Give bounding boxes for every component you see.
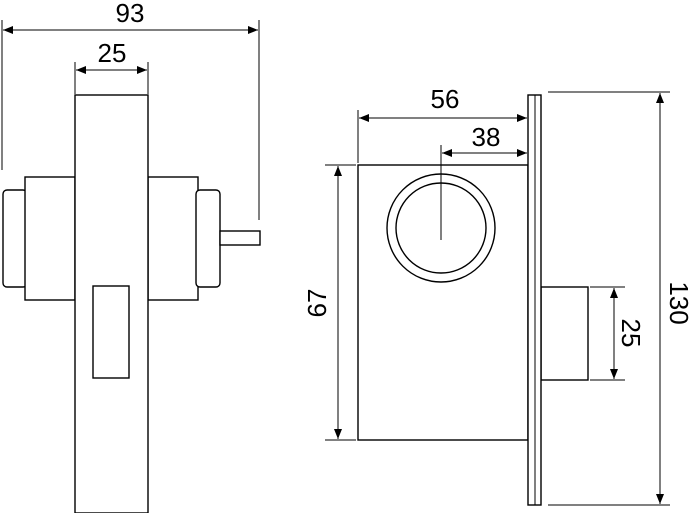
right-view: 56 38 67 25 130	[302, 84, 691, 506]
right-cap	[195, 189, 221, 288]
right-collar	[147, 176, 199, 301]
dim-label-25-bolt: 25	[616, 319, 646, 348]
left-view: 93 25	[1, 0, 261, 513]
left-cap	[2, 189, 28, 288]
latch-bolt	[540, 286, 589, 381]
dim-label-38: 38	[472, 122, 501, 152]
left-collar	[24, 176, 76, 301]
dim-label-67: 67	[302, 289, 332, 318]
dim-label-93: 93	[116, 0, 145, 28]
dim-label-25-top: 25	[98, 38, 127, 68]
dim-label-56: 56	[431, 84, 460, 114]
latch-slot	[92, 285, 130, 379]
dim-label-130: 130	[664, 281, 691, 324]
spindle	[219, 230, 261, 246]
